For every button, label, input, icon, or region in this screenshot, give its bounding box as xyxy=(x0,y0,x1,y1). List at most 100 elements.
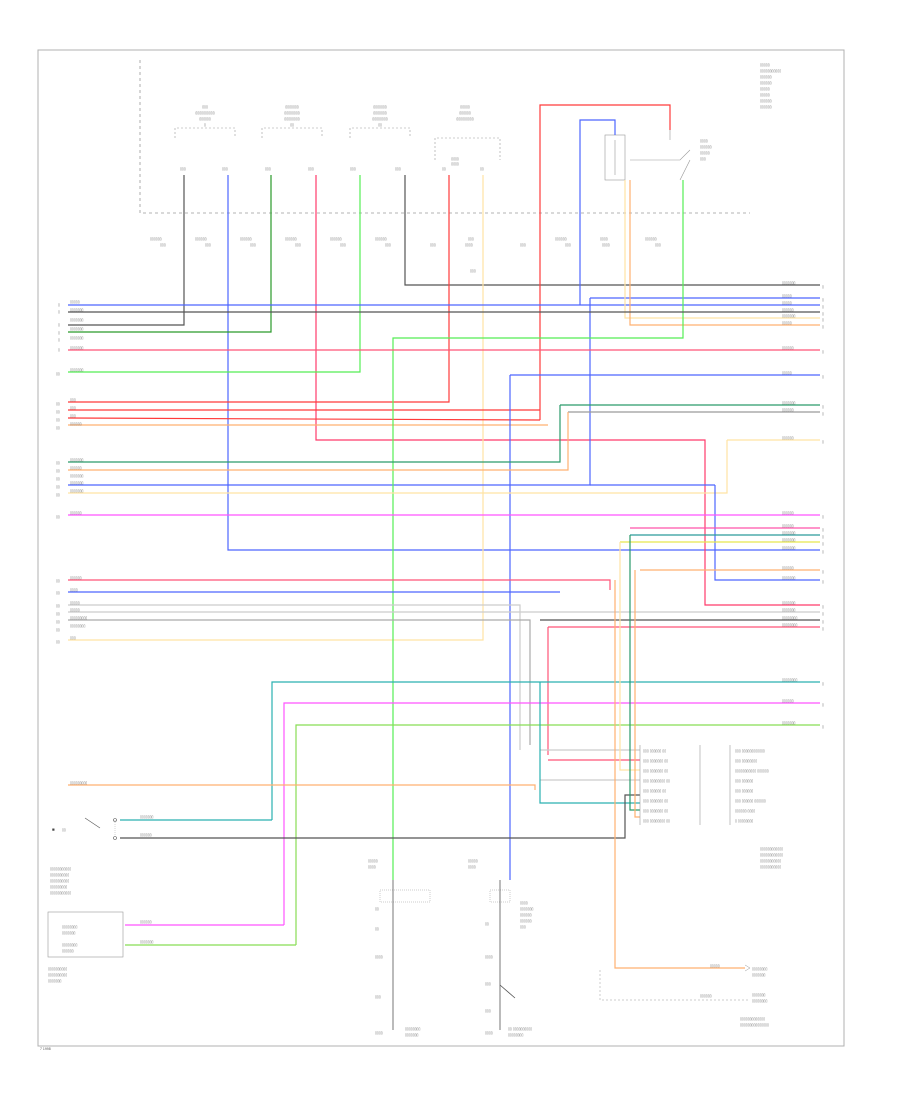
svg-text:▯▯: ▯▯ xyxy=(56,426,60,430)
svg-text:▯▯▯▯: ▯▯▯▯ xyxy=(375,1031,383,1035)
svg-text:▯▯: ▯▯ xyxy=(56,477,60,481)
svg-text:▯: ▯ xyxy=(58,310,60,314)
svg-text:▯▯▯ ▯▯▯▯▯▯ ▯▯: ▯▯▯ ▯▯▯▯▯▯ ▯▯ xyxy=(643,749,666,753)
svg-text:▯▯: ▯▯ xyxy=(56,620,60,624)
svg-text:▯▯▯▯▯: ▯▯▯▯▯ xyxy=(782,294,792,298)
svg-text:▯▯▯▯: ▯▯▯▯ xyxy=(468,865,476,869)
svg-text:▯▯: ▯▯ xyxy=(56,461,60,465)
svg-text:▯▯▯: ▯▯▯ xyxy=(340,243,346,247)
svg-text:▯▯▯▯▯▯▯: ▯▯▯▯▯▯▯ xyxy=(782,281,796,285)
svg-text:▯▯▯▯▯▯: ▯▯▯▯▯▯ xyxy=(70,466,82,470)
wire-red-4 xyxy=(67,417,541,421)
svg-text:▯▯▯ ▯▯▯▯▯▯: ▯▯▯ ▯▯▯▯▯▯ xyxy=(735,779,753,783)
svg-text:▯▯▯▯▯▯: ▯▯▯▯▯▯ xyxy=(330,237,342,241)
svg-text:▯: ▯ xyxy=(822,285,824,289)
svg-text:▯: ▯ xyxy=(822,612,824,616)
svg-text:▯▯▯▯▯▯▯▯▯▯▯ ▯▯▯▯▯▯: ▯▯▯▯▯▯▯▯▯▯▯ ▯▯▯▯▯▯ xyxy=(735,769,769,773)
svg-text:▯▯▯▯▯▯▯▯: ▯▯▯▯▯▯▯▯ xyxy=(782,616,797,620)
svg-text:▯▯▯: ▯▯▯ xyxy=(468,237,474,241)
svg-text:▯▯: ▯▯ xyxy=(56,591,60,595)
svg-text:▯▯▯ ▯▯▯▯▯▯▯▯ ▯▯: ▯▯▯ ▯▯▯▯▯▯▯▯ ▯▯ xyxy=(643,819,670,823)
svg-text:▯▯▯ ▯▯▯▯▯▯▯▯: ▯▯▯ ▯▯▯▯▯▯▯▯ xyxy=(735,759,757,763)
svg-text:▯▯▯▯: ▯▯▯▯ xyxy=(485,1031,493,1035)
svg-text:▯▯: ▯▯ xyxy=(442,167,446,171)
svg-text:▯▯▯: ▯▯▯ xyxy=(430,243,436,247)
svg-text:▯▯▯▯▯: ▯▯▯▯▯ xyxy=(368,859,378,863)
wire-tan-4 xyxy=(619,542,640,771)
svg-text:▯▯▯: ▯▯▯ xyxy=(70,636,76,640)
svg-text:▯▯▯: ▯▯▯ xyxy=(202,105,208,109)
svg-text:▯▯▯▯▯: ▯▯▯▯▯ xyxy=(760,63,770,67)
svg-text:▯▯▯▯▯▯: ▯▯▯▯▯▯ xyxy=(520,913,532,917)
svg-text:▯: ▯ xyxy=(822,725,824,729)
svg-text:▯▯▯: ▯▯▯ xyxy=(520,243,526,247)
svg-text:▯▯▯: ▯▯▯ xyxy=(485,982,491,986)
svg-text:▯▯▯▯▯▯▯: ▯▯▯▯▯▯▯ xyxy=(782,538,796,542)
sensor-left-bottom: ▯▯▯▯▯ ▯▯▯▯ ▯▯ ▯▯ ▯▯▯▯ ▯▯▯ ▯▯▯▯ ▯▯▯▯▯▯▯▯ … xyxy=(368,859,431,1037)
tcm-connector: ▯▯▯ ▯▯▯▯▯▯ ▯▯ ▯▯▯ ▯▯▯▯▯▯▯ ▯▯ ▯▯▯ ▯▯▯▯▯▯▯… xyxy=(639,745,783,869)
svg-text:▯▯: ▯▯ xyxy=(290,123,294,127)
svg-text:▯: ▯ xyxy=(822,550,824,554)
svg-text:▯▯: ▯▯ xyxy=(56,612,60,616)
svg-text:▯▯▯▯▯▯▯: ▯▯▯▯▯▯▯ xyxy=(373,105,387,109)
svg-text:■: ■ xyxy=(52,827,55,832)
diagram-code: 7 1998 xyxy=(40,1047,51,1051)
svg-text:▯▯▯: ▯▯▯ xyxy=(395,167,401,171)
svg-text:▯▯▯▯▯▯▯: ▯▯▯▯▯▯▯ xyxy=(782,608,796,612)
svg-text:▯▯▯▯▯▯▯: ▯▯▯▯▯▯▯ xyxy=(782,314,796,318)
svg-text:▯▯▯▯: ▯▯▯▯ xyxy=(600,237,608,241)
svg-text:▯▯▯▯▯: ▯▯▯▯▯ xyxy=(782,321,792,325)
wire-red-2 xyxy=(539,104,671,420)
svg-text:▯▯▯▯▯▯▯▯▯▯: ▯▯▯▯▯▯▯▯▯▯ xyxy=(48,967,67,971)
wire-blue-8 xyxy=(714,485,820,581)
svg-text:▯▯▯▯▯▯▯: ▯▯▯▯▯▯▯ xyxy=(752,993,766,997)
svg-text:▯▯: ▯▯ xyxy=(56,402,60,406)
svg-text:▯▯▯▯▯▯: ▯▯▯▯▯▯ xyxy=(140,833,152,837)
svg-text:▯: ▯ xyxy=(822,580,824,584)
svg-text:▯▯▯▯▯▯: ▯▯▯▯▯▯ xyxy=(760,81,772,85)
svg-text:▯▯▯▯▯▯▯: ▯▯▯▯▯▯▯ xyxy=(782,601,796,605)
svg-text:▯▯▯▯: ▯▯▯▯ xyxy=(70,588,78,592)
wire-magenta-2 xyxy=(283,702,820,925)
svg-text:▯▯▯: ▯▯▯ xyxy=(485,1009,491,1013)
svg-text:▯: ▯ xyxy=(822,570,824,574)
svg-text:▯▯▯▯▯▯▯: ▯▯▯▯▯▯▯ xyxy=(373,111,387,115)
svg-text:▯▯▯ ▯▯▯▯▯▯ ▯▯▯▯▯▯: ▯▯▯ ▯▯▯▯▯▯ ▯▯▯▯▯▯ xyxy=(735,799,766,803)
svg-text:▯▯▯▯▯▯▯▯▯▯▯: ▯▯▯▯▯▯▯▯▯▯▯ xyxy=(50,891,71,895)
component-block-2: ▯▯▯▯▯▯▯ ▯▯▯▯▯▯▯▯ ▯▯▯▯▯▯▯▯ ▯▯ xyxy=(261,105,323,138)
svg-text:▯▯▯: ▯▯▯ xyxy=(565,243,571,247)
svg-text:▯▯▯▯▯: ▯▯▯▯▯ xyxy=(460,105,470,109)
svg-text:▯▯: ▯▯ xyxy=(56,410,60,414)
svg-text:▯▯▯▯: ▯▯▯▯ xyxy=(602,243,610,247)
svg-text:▯▯▯▯▯▯: ▯▯▯▯▯▯ xyxy=(700,145,712,149)
svg-text:▯▯▯▯▯▯: ▯▯▯▯▯▯ xyxy=(782,408,794,412)
svg-text:▯▯▯▯▯▯▯▯▯▯▯▯: ▯▯▯▯▯▯▯▯▯▯▯▯ xyxy=(760,853,783,857)
svg-text:▯▯▯▯▯▯: ▯▯▯▯▯▯ xyxy=(782,524,794,528)
svg-text:▯▯▯▯▯▯▯▯▯▯▯: ▯▯▯▯▯▯▯▯▯▯▯ xyxy=(760,865,781,869)
svg-text:▯: ▯ xyxy=(822,405,824,409)
svg-text:▯▯▯▯▯▯▯: ▯▯▯▯▯▯▯ xyxy=(70,458,84,462)
svg-text:▯▯: ▯▯ xyxy=(56,628,60,632)
svg-text:▯▯▯▯▯▯▯: ▯▯▯▯▯▯▯ xyxy=(782,576,796,580)
svg-text:▯▯▯▯▯: ▯▯▯▯▯ xyxy=(70,601,80,605)
wire-teal-1 xyxy=(271,681,820,820)
svg-text:▯▯▯▯▯▯▯▯▯: ▯▯▯▯▯▯▯▯▯ xyxy=(50,885,67,889)
svg-text:▯▯▯▯▯▯: ▯▯▯▯▯▯ xyxy=(520,919,532,923)
svg-text:▯: ▯ xyxy=(822,440,824,444)
svg-text:▯▯▯▯▯▯: ▯▯▯▯▯▯ xyxy=(285,237,297,241)
svg-text:▯▯: ▯▯ xyxy=(56,372,60,376)
svg-text:▯▯▯▯▯▯▯▯▯: ▯▯▯▯▯▯▯▯▯ xyxy=(70,781,87,785)
svg-text:▯: ▯ xyxy=(822,535,824,539)
svg-text:▯▯▯ ▯▯▯▯▯▯▯ ▯▯: ▯▯▯ ▯▯▯▯▯▯▯ ▯▯ xyxy=(643,769,668,773)
wire-dkgreen-3 xyxy=(629,535,640,811)
wire-dkgreen-1 xyxy=(68,404,820,463)
svg-text:▯▯▯▯▯▯▯▯▯▯▯: ▯▯▯▯▯▯▯▯▯▯▯ xyxy=(760,859,781,863)
svg-text:▯▯▯▯▯▯: ▯▯▯▯▯▯ xyxy=(150,237,162,241)
svg-text:▯ ▯▯▯▯▯▯▯▯: ▯ ▯▯▯▯▯▯▯▯ xyxy=(735,819,753,823)
svg-text:▯▯▯▯▯▯▯▯: ▯▯▯▯▯▯▯▯ xyxy=(508,1033,523,1037)
wire-blue-5 xyxy=(68,298,591,486)
svg-text:▯▯▯▯▯▯▯▯▯▯▯▯: ▯▯▯▯▯▯▯▯▯▯▯▯ xyxy=(760,847,783,851)
svg-text:▯▯▯▯: ▯▯▯▯ xyxy=(700,139,708,143)
svg-text:▯▯▯▯▯: ▯▯▯▯▯ xyxy=(70,608,80,612)
